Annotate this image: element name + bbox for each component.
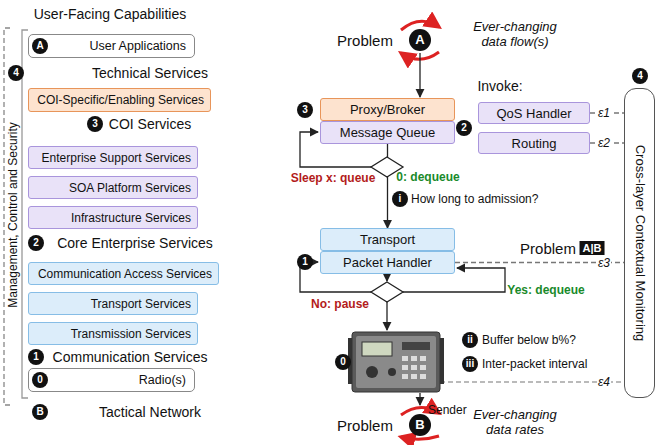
annotation: Tactical Network [99, 404, 201, 420]
service-box: User Applications [28, 34, 195, 58]
callout-number: 2 [28, 235, 44, 251]
decision-diamond [371, 282, 403, 302]
callout-number: 0 [32, 372, 48, 388]
service-box: Radio(s) [28, 368, 195, 392]
annotation: Communication Services [53, 349, 208, 365]
service-box: Transport Services [28, 292, 198, 315]
service-box: Transport [320, 228, 455, 251]
annotation: Problem [520, 240, 576, 257]
box-label: Cross-layer Contextual Monitoring [632, 145, 647, 342]
callout-number: A [32, 38, 48, 54]
callout-number: 4 [8, 65, 24, 81]
callout-number: B [32, 404, 48, 420]
box-label: Radio(s) [139, 373, 186, 387]
box-label: QoS Handler [496, 106, 571, 121]
service-box: Packet Handler [320, 251, 455, 274]
edge-label: ε3 [597, 256, 611, 270]
flow-lines [300, 53, 505, 405]
callout-number: 0 [335, 354, 351, 370]
callout-number: 3 [297, 102, 313, 118]
annotation: Sleep x: queue [291, 171, 376, 185]
box-label: Transmission Services [71, 327, 191, 341]
callout-number: i [392, 191, 408, 207]
annotation: Buffer below b%? [482, 333, 576, 347]
annotation: Problem [337, 417, 393, 434]
annotation: Technical Services [92, 65, 208, 81]
box-label: Enterprise Support Services [42, 151, 191, 165]
annotation: Sender [428, 403, 467, 417]
radio-symbol [348, 332, 444, 392]
box-label: SOA Platform Services [69, 181, 191, 195]
service-box: Routing [478, 132, 590, 154]
annotation: No: pause [311, 297, 369, 311]
box-label: COI-Specific/Enabling Services [37, 93, 204, 107]
box-label: User Applications [89, 39, 186, 53]
annotation: A|B [580, 241, 605, 255]
annotation: ε4 [597, 375, 611, 389]
callout-number: B [409, 414, 431, 436]
annotation: Problem [337, 32, 393, 49]
service-box: Communication Access Services [28, 262, 219, 285]
annotation: How long to admission? [411, 192, 538, 206]
service-box: Infrastructure Services [28, 206, 198, 229]
box-label: Communication Access Services [38, 267, 212, 281]
annotation: User-Facing Capabilities [34, 6, 187, 22]
edge-label: ε2 [597, 136, 611, 150]
service-box: Transmission Services [28, 322, 198, 345]
service-box: Message Queue [320, 121, 455, 144]
annotation: Ever-changing data flow(s) [465, 19, 565, 49]
edge-label: ε1 [597, 106, 611, 120]
annotation: Yes: dequeue [507, 283, 584, 297]
service-box: Enterprise Support Services [28, 146, 198, 169]
service-box: COI-Specific/Enabling Services [28, 88, 211, 112]
annotation: 0: dequeue [396, 170, 459, 184]
box-label: Infrastructure Services [71, 211, 191, 225]
service-box: QoS Handler [478, 102, 590, 124]
service-box: Cross-layer Contextual Monitoring [624, 88, 655, 398]
callout-number: 2 [456, 120, 472, 136]
callout-number: 4 [632, 68, 648, 84]
callout-number: ii [462, 332, 478, 348]
service-box: SOA Platform Services [28, 176, 198, 199]
annotation: Invoke: [477, 78, 522, 94]
callout-number: 1 [297, 254, 313, 270]
annotation: Inter-packet interval [482, 357, 587, 371]
box-label: Message Queue [340, 125, 435, 140]
service-box: Proxy/Broker [320, 98, 455, 121]
callout-number: 1 [28, 349, 44, 365]
box-label: Transport Services [91, 297, 191, 311]
box-label: Routing [512, 136, 557, 151]
callout-number: iii [462, 356, 478, 372]
box-label: Proxy/Broker [350, 102, 425, 117]
callout-number: 3 [87, 116, 103, 132]
annotation: Core Enterprise Services [57, 235, 213, 251]
callout-number: A [409, 29, 431, 51]
annotation: Management, Control and Security [6, 119, 20, 310]
box-label: Packet Handler [343, 255, 432, 270]
box-label: Transport [360, 232, 415, 247]
annotation: Ever-changing data rates [465, 407, 565, 437]
annotation: COI Services [109, 116, 191, 132]
